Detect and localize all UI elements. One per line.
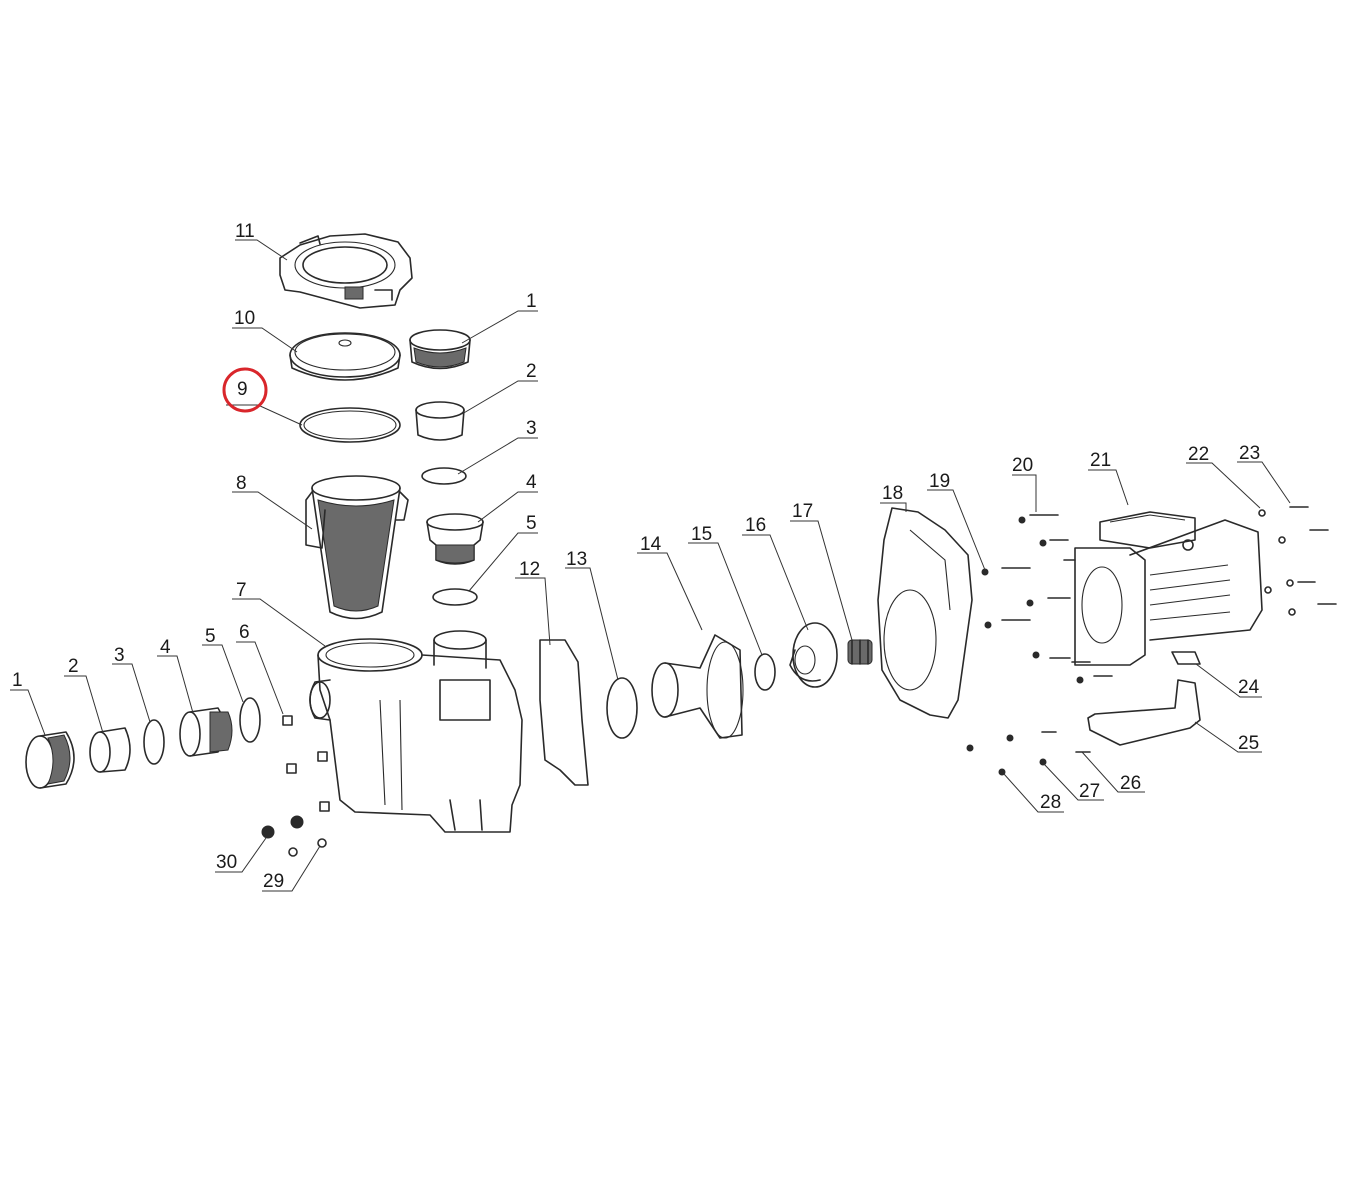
part-drain-caps: [261, 815, 304, 839]
callout-top-3: 3: [526, 418, 537, 439]
callout-25: 25: [1238, 733, 1259, 754]
callout-top-1: 1: [526, 291, 537, 312]
callout-top-2: 2: [526, 361, 537, 382]
part-tail-piece-top: [415, 401, 465, 441]
callout-labels: 1 2 3 4 5 6 7 8 9 10 11 1 2 3 4 5 12 13 …: [12, 221, 1260, 892]
callout-11: 11: [235, 221, 255, 242]
part-motor-spacer: [1171, 651, 1201, 665]
callout-7: 7: [236, 580, 247, 601]
part-diffuser: [651, 634, 744, 739]
callout-19: 19: [929, 471, 950, 492]
callout-left-6: 6: [239, 622, 250, 643]
part-o-ring-13: [606, 677, 638, 739]
callout-17: 17: [792, 501, 813, 522]
part-strainer-basket: [305, 475, 409, 620]
part-strainer-lid: [289, 332, 401, 381]
part-bolts-group: [966, 514, 1113, 776]
part-impeller: [789, 622, 838, 688]
part-o-ring-left: [143, 719, 165, 765]
callout-15: 15: [691, 524, 712, 545]
callout-30: 30: [216, 852, 237, 873]
callout-9: 9: [237, 379, 248, 400]
part-o-ring-lower: [432, 588, 478, 606]
part-adapter-left: [179, 707, 233, 757]
callout-27: 27: [1079, 781, 1100, 802]
callout-14: 14: [640, 534, 662, 555]
callout-top-5: 5: [526, 513, 537, 534]
part-housing-gasket: [539, 639, 589, 786]
callout-22: 22: [1188, 444, 1209, 465]
callout-left-1: 1: [12, 670, 23, 691]
callout-8: 8: [236, 473, 247, 494]
callout-left-2: 2: [68, 656, 79, 677]
callout-24: 24: [1238, 677, 1260, 698]
highlight-circle: [222, 367, 268, 413]
callout-18: 18: [882, 483, 903, 504]
callout-12: 12: [519, 559, 540, 580]
callout-21: 21: [1090, 450, 1111, 471]
part-drain-plugs: [282, 715, 330, 812]
callout-left-5: 5: [205, 626, 216, 647]
part-adapter-top: [426, 513, 484, 565]
callout-left-4: 4: [160, 637, 171, 658]
part-motor-foot: [1087, 679, 1201, 746]
callout-left-3: 3: [114, 645, 125, 666]
part-small-o-rings: [288, 838, 327, 857]
callout-26: 26: [1120, 773, 1141, 794]
part-wear-ring: [754, 653, 776, 691]
part-union-nut-top: [409, 329, 471, 370]
part-lid-locking-ring: [279, 233, 413, 309]
part-lid-o-ring: [299, 407, 401, 443]
callout-28: 28: [1040, 792, 1061, 813]
part-o-ring-top: [421, 467, 467, 485]
callout-20: 20: [1012, 455, 1033, 476]
callout-13: 13: [566, 549, 587, 570]
part-pump-housing: [309, 630, 523, 833]
part-motor: [1074, 511, 1263, 666]
callout-16: 16: [745, 515, 766, 536]
callout-10: 10: [234, 308, 255, 329]
part-mechanical-seal: [847, 639, 873, 665]
part-union-nut-left: [25, 731, 75, 789]
part-seal-plate: [877, 507, 973, 719]
callout-29: 29: [263, 871, 284, 892]
part-o-ring-left-2: [239, 697, 261, 743]
part-right-fasteners: [1258, 506, 1337, 616]
part-tail-piece-left: [89, 727, 131, 773]
callout-23: 23: [1239, 443, 1260, 464]
leader-lines: [10, 239, 1291, 892]
callout-top-4: 4: [526, 472, 537, 493]
